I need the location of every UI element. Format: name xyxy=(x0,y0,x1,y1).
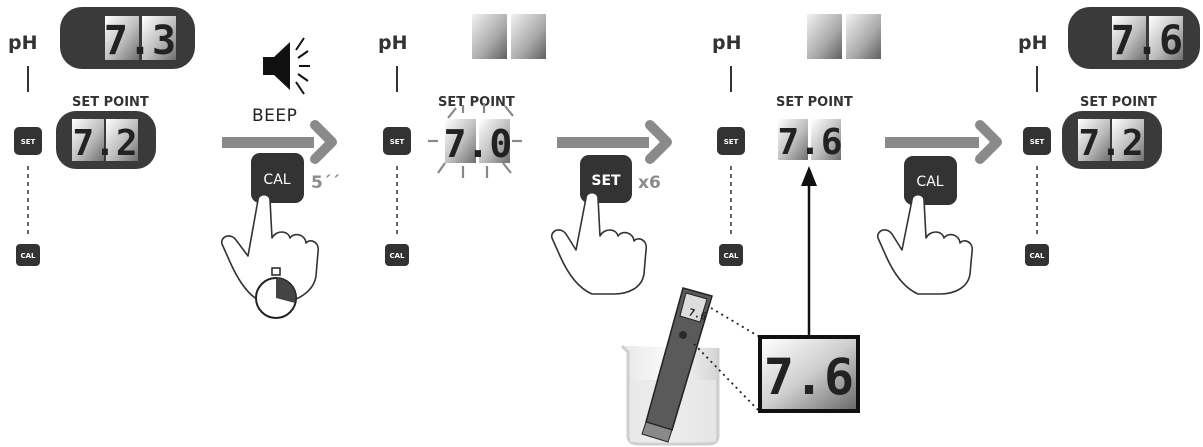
meter-in-beaker: 7.6 7.6 xyxy=(620,287,860,446)
set-point-label: SET POINT xyxy=(438,95,515,110)
set-button-label: SET xyxy=(724,138,739,146)
cal-press-label: CAL xyxy=(916,174,943,190)
step-1: pH 7.3 SET POINT 7.2 SET CAL xyxy=(8,7,195,266)
transition-3: CAL xyxy=(876,120,1002,295)
transition-2: SET x6 xyxy=(550,120,672,295)
arrow-right-icon xyxy=(885,120,1002,164)
speaker-icon xyxy=(263,37,310,95)
hand-icon xyxy=(220,193,320,303)
ph-reading: 7.6 xyxy=(1111,18,1183,64)
hand-icon xyxy=(550,191,648,295)
setpoint-reading: 7.2 xyxy=(72,123,137,164)
ph-label: pH xyxy=(8,32,38,54)
cal-press-button[interactable] xyxy=(904,156,957,205)
stopwatch-icon xyxy=(255,267,297,319)
hand-icon xyxy=(876,193,974,295)
set-point-label: SET POINT xyxy=(72,95,149,110)
cal-button-label: CAL xyxy=(723,252,739,260)
set-button-label: SET xyxy=(390,138,405,146)
zoomed-reading: 7.6 xyxy=(764,348,854,406)
cal-button-label: CAL xyxy=(389,252,405,260)
set-button-label: SET xyxy=(21,138,36,146)
ph-label: pH xyxy=(378,32,408,54)
arrow-right-icon xyxy=(222,120,337,164)
transition-1: BEEP CAL 5´´ xyxy=(220,37,340,319)
set-button[interactable] xyxy=(717,127,745,155)
cal-button[interactable] xyxy=(385,244,409,266)
setpoint-reading: 7.6 xyxy=(777,122,842,163)
set-press-label: SET xyxy=(591,173,621,189)
cal-press-button[interactable] xyxy=(251,153,304,203)
step-2: pH SET POINT 7.0 SET CAL xyxy=(378,14,546,266)
setpoint-reading: 7.0 xyxy=(444,122,513,166)
set-button[interactable] xyxy=(14,127,42,155)
blink-icon xyxy=(428,103,522,178)
beep-label: BEEP xyxy=(252,106,297,126)
arrow-right-icon xyxy=(557,120,672,164)
ph-label: pH xyxy=(712,32,742,54)
cal-button[interactable] xyxy=(16,244,40,266)
arrow-up-icon xyxy=(801,166,817,336)
hold-time-label: 5´´ xyxy=(311,173,340,193)
cal-button-label: CAL xyxy=(1029,252,1045,260)
cal-button-label: CAL xyxy=(20,252,36,260)
step-3: pH SET POINT 7.6 SET CAL xyxy=(712,14,881,336)
ph-label: pH xyxy=(1018,32,1048,54)
set-button[interactable] xyxy=(383,127,411,155)
cal-button[interactable] xyxy=(719,244,743,266)
set-press-button[interactable] xyxy=(580,155,632,203)
step-4: pH 7.6 SET POINT 7.2 SET CAL xyxy=(1018,7,1200,266)
cal-button[interactable] xyxy=(1025,244,1049,266)
set-button[interactable] xyxy=(1023,127,1051,155)
repeat-label: x6 xyxy=(638,173,661,193)
ph-meter-icon: 7.6 xyxy=(641,287,713,443)
cal-press-label: CAL xyxy=(263,172,290,188)
set-point-label: SET POINT xyxy=(1080,95,1157,110)
meter-mini-reading: 7.6 xyxy=(687,307,707,323)
set-button-label: SET xyxy=(1030,138,1045,146)
setpoint-reading: 7.2 xyxy=(1078,123,1143,164)
ph-display-blank xyxy=(472,14,507,59)
set-point-label: SET POINT xyxy=(776,95,853,110)
ph-reading: 7.3 xyxy=(104,18,176,64)
ph-display-blank xyxy=(807,14,842,59)
